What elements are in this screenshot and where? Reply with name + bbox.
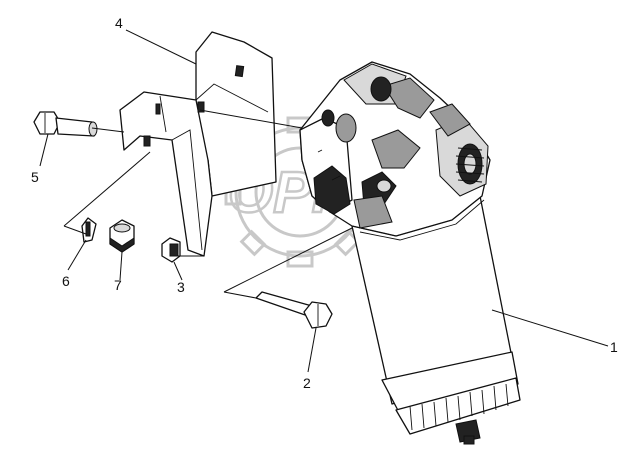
mounting-bracket <box>119 31 277 257</box>
callout-5: 5 <box>31 169 39 185</box>
fuel-filter-canister <box>351 195 521 445</box>
assembly-guide-lines <box>63 109 353 299</box>
bolt-left <box>33 111 98 137</box>
filter-head-housing <box>299 61 491 241</box>
hex-nut-large <box>109 219 135 253</box>
lock-washer <box>81 217 97 243</box>
callout-3: 3 <box>177 279 185 295</box>
callout-1: 1 <box>610 339 618 355</box>
bolt-lower <box>255 291 333 329</box>
callout-4: 4 <box>115 15 123 31</box>
callout-leaders <box>39 29 609 373</box>
callout-6: 6 <box>62 273 70 289</box>
callout-7: 7 <box>114 277 122 293</box>
callout-2: 2 <box>303 375 311 391</box>
hex-nut-small <box>161 237 181 263</box>
